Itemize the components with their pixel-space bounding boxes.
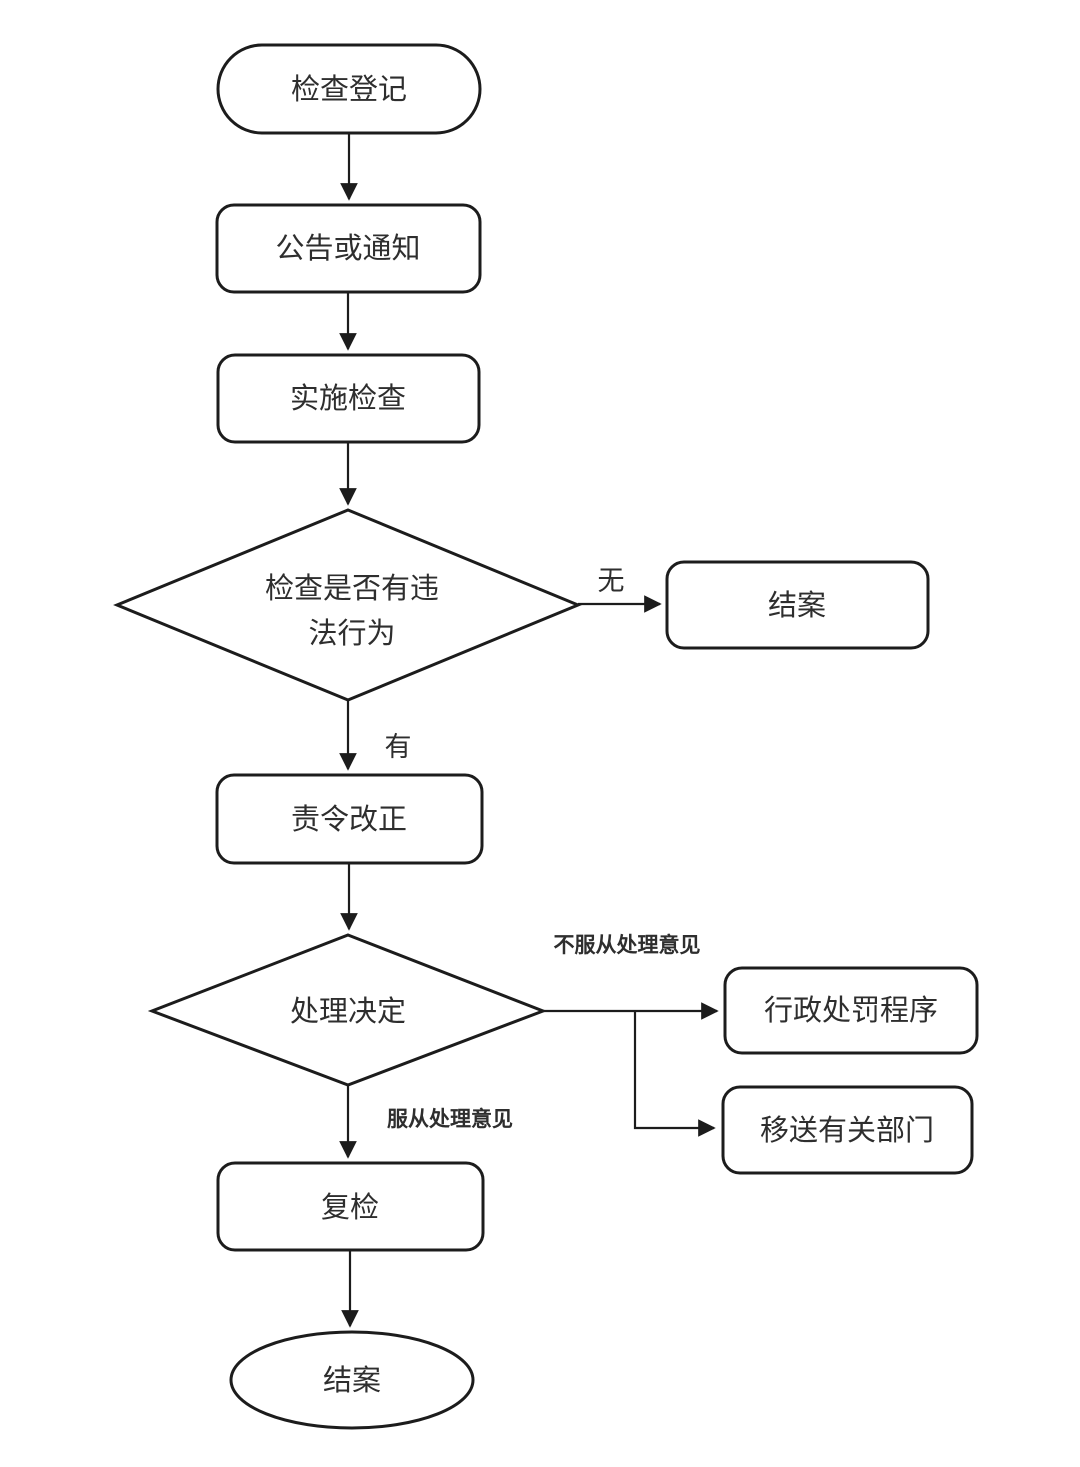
recheck-label: 复检 [321, 1190, 379, 1224]
node-handling-decision-diamond: 处理决定 [147, 933, 548, 1087]
node-recheck-process: 复检 [216, 1161, 485, 1252]
close-case-no-violation-label: 结案 [768, 588, 826, 622]
node-start-terminator: 检查登记 [216, 43, 482, 135]
handling-decision-shape [147, 933, 548, 1087]
node-admin-penalty-process: 行政处罚程序 [723, 966, 979, 1055]
close-case-end-label: 结案 [323, 1363, 381, 1397]
node-transfer-departments-process: 移送有关部门 [721, 1085, 974, 1175]
close-case-end-shape [229, 1330, 475, 1430]
violation-decision-label-line1: 检查是否有违 [265, 571, 439, 605]
inspect-process-shape [216, 353, 481, 444]
transfer-departments-shape [721, 1085, 974, 1175]
violation-decision-label-line2: 法行为 [308, 616, 395, 650]
node-order-correction-process: 责令改正 [215, 773, 484, 865]
inspect-process-label: 实施检查 [290, 381, 406, 415]
node-close-case-end-terminator: 结案 [229, 1330, 475, 1430]
edge-label-has-violation: 有 [385, 732, 412, 763]
node-inspect-process: 实施检查 [216, 353, 481, 444]
transfer-departments-label: 移送有关部门 [760, 1113, 934, 1147]
handling-decision-label: 处理决定 [290, 994, 406, 1028]
start-terminator-shape [216, 43, 482, 135]
edge-label-obey-opinion: 服从处理意见 [387, 1106, 513, 1131]
notice-process-label: 公告或通知 [275, 231, 420, 265]
order-correction-label: 责令改正 [291, 802, 407, 836]
node-violation-decision-diamond: 检查是否有违 法行为 [113, 508, 582, 702]
close-case-no-violation-shape [665, 560, 930, 650]
admin-penalty-shape [723, 966, 979, 1055]
admin-penalty-label: 行政处罚程序 [764, 993, 938, 1027]
node-notice-process: 公告或通知 [215, 203, 482, 294]
notice-process-shape [215, 203, 482, 294]
violation-decision-shape [113, 508, 582, 702]
start-terminator-label: 检查登记 [291, 72, 407, 106]
edge-label-no-violation: 无 [598, 566, 625, 597]
node-close-case-no-violation: 结案 [665, 560, 930, 650]
edge-disobey-branch-to-transfer [633, 1011, 716, 1137]
recheck-shape [216, 1161, 485, 1252]
order-correction-shape [215, 773, 484, 865]
edge-label-disobey-opinion: 不服从处理意见 [554, 932, 701, 957]
